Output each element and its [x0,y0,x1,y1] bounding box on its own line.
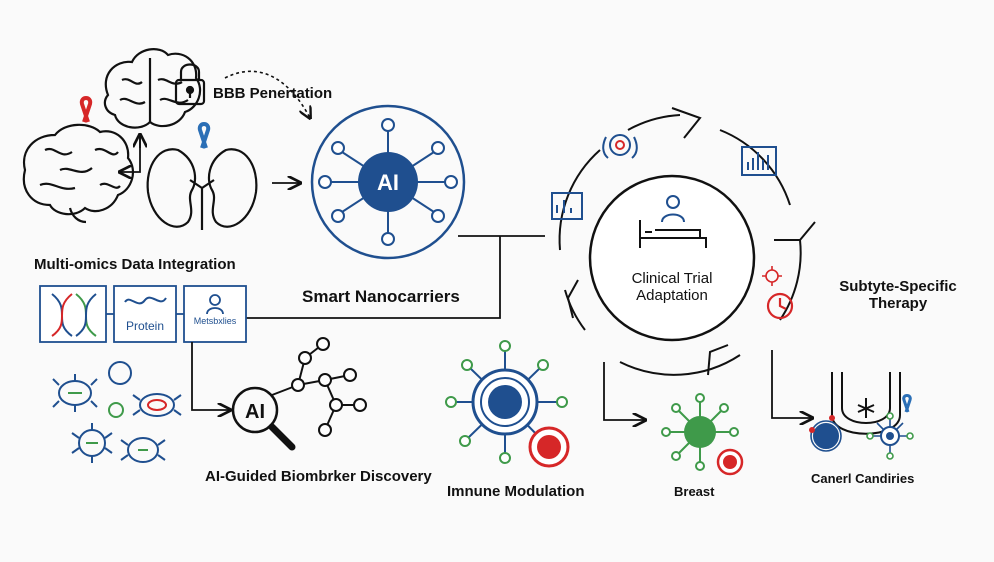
immune-cell-icon [445,340,570,468]
cancer-cell-icon [866,412,914,460]
microbe-icon [71,423,113,463]
subtype-label: Subtyte-Specific Therapy [818,278,978,312]
metabolite-icon [206,294,224,315]
metabolites-label: Metsbxlies [194,316,237,326]
subtype-line2: Therapy [868,295,928,312]
dna-icon [51,293,97,337]
breast-cell-icon [661,393,744,476]
cycle-ring [558,107,816,376]
clinical-trial-label: Clinical Trial Adaptation [612,270,732,304]
biomarker-label: AI-Guided Biombrker Discovery [205,468,432,485]
microbe-icon [108,402,124,418]
microbe-icon [132,393,182,417]
lock-icon [174,63,206,106]
ribbon-icon [902,394,912,413]
brain-icon [103,48,202,129]
ai-badge: AI [245,401,265,423]
protein-label: Protein [126,319,164,333]
ai-badge: AI [377,170,399,195]
clinical-line2: Adaptation [636,287,708,304]
cancer-cell-icon [809,415,842,452]
brain-icon [22,123,135,224]
protein-icon [124,296,167,305]
ribbon-icon [197,122,211,149]
clinical-circle [588,174,756,342]
molecule-icon [271,337,367,437]
immune-label: Imnune Modulation [447,483,585,500]
microbe-icon [108,361,132,385]
timer-icon [766,292,794,320]
virus-icon [602,134,638,159]
metabolite-box [183,285,247,343]
chart-icon [551,192,583,220]
cancer-label: Canerl Candiries [811,471,915,486]
virus-icon [762,266,782,286]
kidney-icon [146,148,258,230]
magnifier-icon [231,386,296,451]
breast-label: Breast [674,484,715,499]
protein-box [113,285,177,343]
nanocarrier-icon [310,104,466,260]
smart-nanocarriers-label: Smart Nanocarriers [302,287,460,306]
subtype-line1: Subtyte-Specific [839,278,957,295]
dna-box [39,285,107,343]
microbe-icon [120,437,166,463]
bed-icon [639,220,707,248]
ribbon-icon [79,96,93,123]
microbe-icon [52,374,98,412]
doctor-icon [661,195,685,223]
multiomics-label: Multi-omics Data Integration [34,256,236,273]
clinical-line1: Clinical Trial [631,270,713,287]
bbb-label: BBB Penertation [213,85,333,102]
chart-icon [741,146,777,176]
